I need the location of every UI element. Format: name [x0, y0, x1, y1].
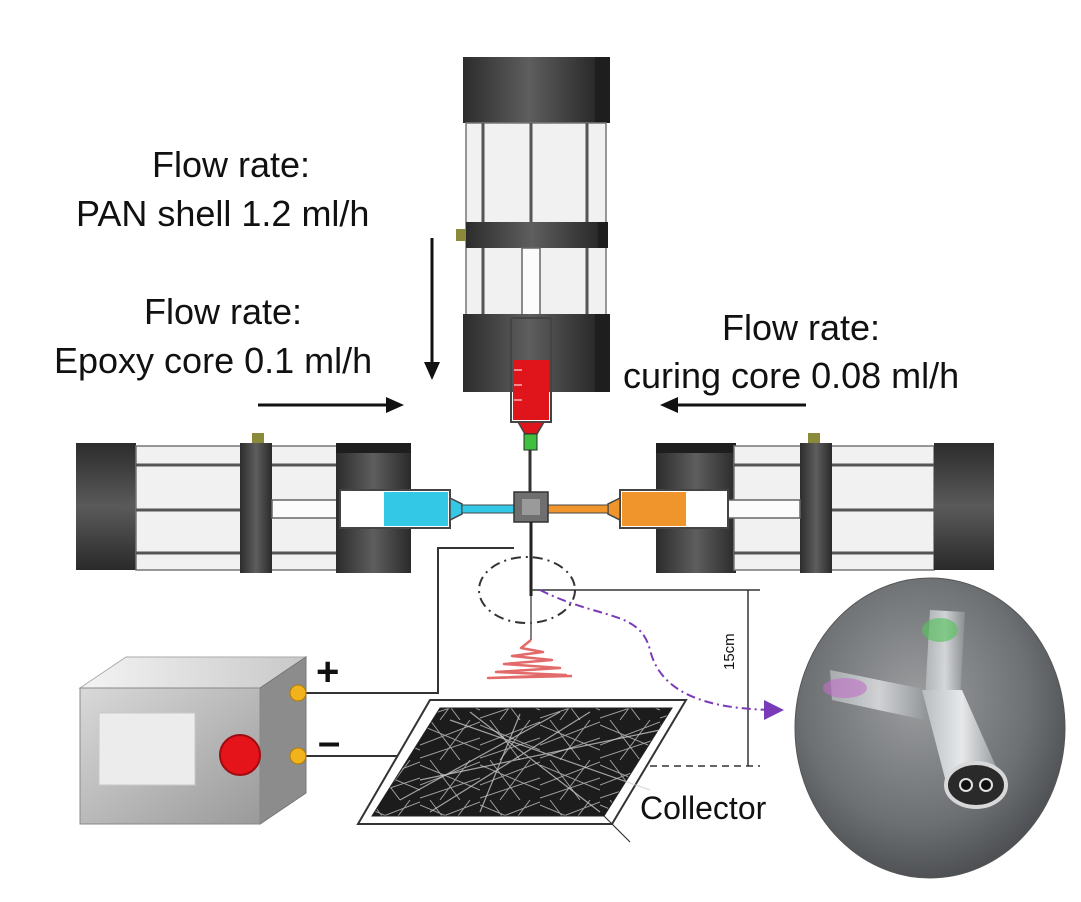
trajectory-arrow [539, 589, 784, 720]
shell-flow-title: Flow rate: [152, 144, 311, 185]
polarity-minus: – [318, 720, 341, 764]
syringe-top-plunger [521, 247, 541, 321]
power-button [219, 734, 261, 776]
arrow-shell-down-head [424, 362, 440, 380]
pump-left-plunger-block [240, 443, 272, 573]
pump-left-end [76, 443, 136, 570]
terminal-positive [289, 684, 307, 702]
pump-right-end [934, 443, 994, 570]
pump-top-knob [456, 229, 466, 241]
taylor-cone [486, 639, 573, 680]
pump-right-plunger-block [800, 443, 832, 573]
pump-right-knob [808, 433, 820, 443]
epoxy-flow-title: Flow rate: [144, 291, 303, 332]
terminal-negative [289, 747, 307, 765]
coaxial-nozzle-photo [794, 577, 1066, 879]
photo-frame [795, 578, 1065, 878]
arrow-curing-left-head [660, 397, 678, 413]
wire-positive [305, 547, 514, 694]
syringe-pump-right [547, 433, 994, 573]
pump-top-cap [463, 57, 595, 123]
pump-top-plunger-block [466, 222, 598, 248]
pump-top-cap-side [595, 57, 610, 123]
syringe-pump-left [76, 433, 515, 573]
distance-label: 15cm [721, 633, 738, 670]
flow-arrows [258, 238, 806, 413]
wiring [305, 547, 784, 767]
shell-flow-rate: PAN shell 1.2 ml/h [76, 193, 370, 234]
high-voltage-supply [78, 656, 308, 825]
pump-left-knob [252, 433, 264, 443]
curing-flow-title: Flow rate: [722, 307, 881, 348]
syringe-pump-top [456, 57, 610, 500]
power-display [98, 712, 196, 786]
epoxy-flow-rate: Epoxy core 0.1 ml/h [54, 340, 373, 381]
tube-left [461, 504, 515, 514]
syringe-left-plunger [271, 499, 345, 519]
syringe-top-fluid [513, 360, 549, 420]
coaxial-spinneret [478, 491, 576, 680]
curing-flow-rate: curing core 0.08 ml/h [623, 355, 960, 396]
fiber-collector [356, 699, 688, 843]
arrow-epoxy-right-head [386, 397, 404, 413]
syringe-left-fluid [384, 492, 448, 526]
polarity-plus: + [316, 650, 340, 694]
collector-label: Collector [640, 790, 767, 826]
needle-tip-green [523, 433, 538, 451]
nozzle-tip [944, 761, 1008, 809]
tube-right [547, 504, 609, 514]
syringe-right-plunger [725, 499, 801, 519]
syringe-right-fluid [622, 492, 686, 526]
